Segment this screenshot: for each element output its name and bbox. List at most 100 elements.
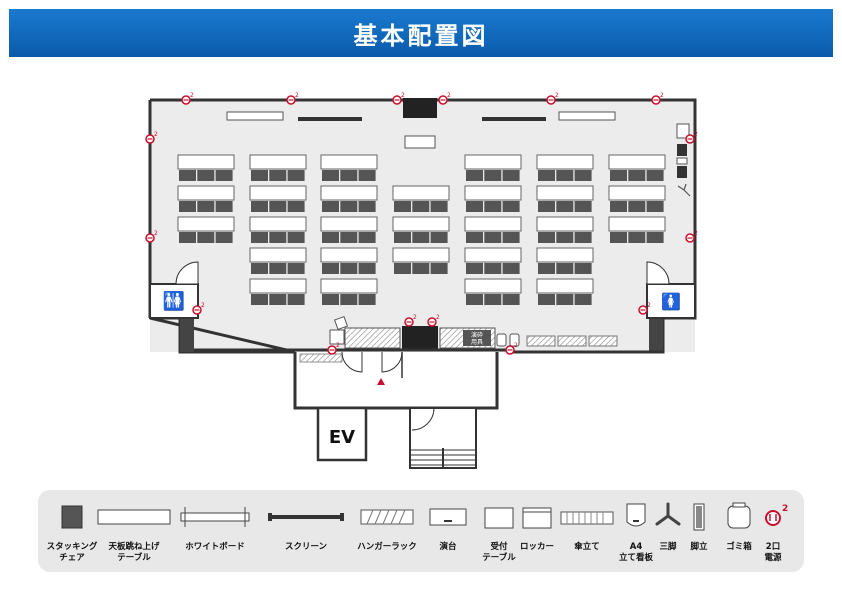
restroom-icon: 🚻	[163, 290, 185, 312]
podium-icon	[429, 508, 467, 526]
counter-label: 演砕	[471, 331, 483, 339]
chair	[628, 170, 646, 181]
chair	[646, 201, 664, 212]
pillar	[402, 326, 438, 350]
legend-label: 天板跳ね上げ テーブル	[108, 542, 160, 563]
chair	[538, 294, 555, 305]
restroom-left	[149, 283, 199, 319]
table-block	[536, 278, 594, 305]
chair	[197, 170, 215, 181]
table-block	[249, 216, 307, 243]
chair	[502, 294, 520, 305]
chair	[394, 232, 411, 243]
legend-label: スタッキング チェア	[46, 542, 98, 563]
chair	[538, 263, 555, 274]
chair	[466, 294, 483, 305]
chair	[430, 263, 448, 274]
whiteboard-icon	[180, 507, 250, 527]
chair	[340, 263, 358, 274]
chair	[574, 201, 592, 212]
legend-label: A4 立て看板	[618, 542, 653, 563]
table-block	[320, 154, 378, 181]
table-block	[536, 216, 594, 243]
elevator	[316, 406, 368, 462]
chair	[197, 201, 215, 212]
outlet-icon: 2	[427, 314, 440, 327]
chair	[269, 232, 287, 243]
outlet-sup: 2	[295, 92, 299, 99]
chair	[502, 232, 520, 243]
chair	[556, 232, 574, 243]
chair	[179, 170, 196, 181]
table-block	[536, 154, 594, 181]
chair	[179, 232, 196, 243]
pillar	[649, 318, 663, 352]
chair	[358, 201, 376, 212]
chair	[269, 263, 287, 274]
legend-label: スクリーン	[284, 542, 328, 552]
table-block	[464, 216, 522, 243]
legend-label: 三脚	[659, 542, 677, 552]
chair	[287, 170, 305, 181]
screen-icon	[268, 513, 344, 521]
legend-label: 演台	[439, 542, 457, 552]
hanger-rack-icon	[360, 509, 414, 525]
table-block	[249, 278, 307, 305]
chair	[322, 201, 339, 212]
chair	[484, 232, 502, 243]
outlet-icon: 2	[651, 92, 664, 105]
outlet-sup: 2	[647, 302, 651, 309]
outlet-icon: 2	[181, 92, 194, 105]
chair	[556, 263, 574, 274]
outlet-icon: 2	[546, 92, 559, 105]
outlet-sup: 2	[154, 131, 158, 138]
outlet-sup: 2	[694, 131, 698, 138]
outlet-sup: 2	[201, 302, 205, 309]
chair	[574, 232, 592, 243]
chair	[484, 263, 502, 274]
legend-label: ロッカー	[519, 542, 554, 552]
chair	[322, 232, 339, 243]
pillar	[180, 318, 194, 352]
chair	[502, 263, 520, 274]
chair	[251, 201, 268, 212]
chair	[287, 201, 305, 212]
hanger-rack	[526, 335, 618, 347]
chair	[340, 294, 358, 305]
chair	[538, 201, 555, 212]
chair	[628, 201, 646, 212]
chair	[466, 232, 483, 243]
outlet-icon: 2	[638, 302, 651, 315]
outlet-sup: 2	[660, 92, 664, 99]
chair	[484, 201, 502, 212]
table-block	[320, 185, 378, 212]
table-block	[392, 216, 450, 243]
table-block	[464, 247, 522, 274]
chair	[628, 232, 646, 243]
chair	[430, 232, 448, 243]
chair	[269, 170, 287, 181]
chair	[340, 170, 358, 181]
outlet-icon: 2	[145, 131, 158, 144]
chair	[556, 201, 574, 212]
legend-label: ハンガーラック	[357, 542, 417, 552]
umbrella-stand-icon	[560, 511, 614, 525]
outlet-sup: 2	[154, 230, 158, 237]
whiteboard	[226, 111, 616, 121]
podium	[404, 135, 436, 149]
legend-label: ゴミ箱	[726, 542, 752, 552]
outlet-icon: 2	[192, 302, 205, 315]
outlet-icon: 2	[685, 131, 698, 144]
chair	[412, 232, 430, 243]
chair	[358, 294, 376, 305]
chair	[287, 232, 305, 243]
outlet-icon: 2	[685, 230, 698, 243]
chair	[322, 294, 339, 305]
outlet-icon: 2	[404, 314, 417, 327]
elevator-label: EV	[329, 427, 355, 448]
chair	[269, 201, 287, 212]
chair	[610, 170, 627, 181]
outlet-sup: 2	[782, 504, 788, 514]
legend-label: 傘立て	[574, 542, 600, 552]
